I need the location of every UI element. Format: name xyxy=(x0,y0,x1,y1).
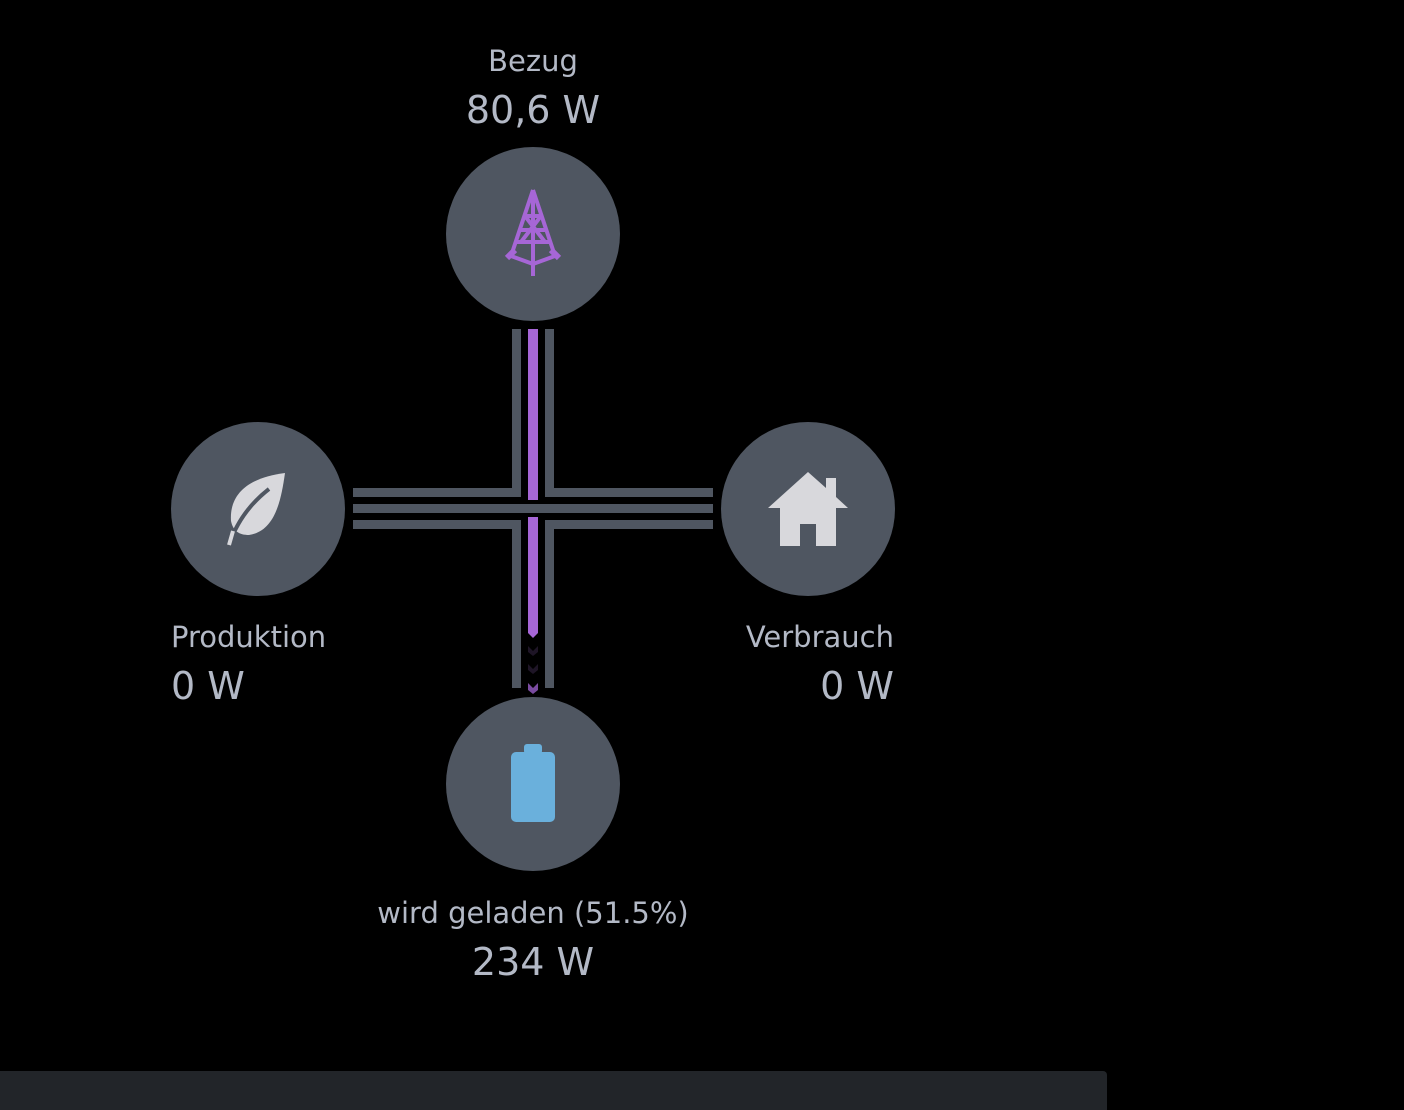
flow-arrow-icon xyxy=(528,646,538,656)
grid-label: Bezug xyxy=(488,44,578,78)
home-icon xyxy=(768,472,848,546)
flow-line-left-lower xyxy=(353,520,512,529)
flow-grid-to-battery-upper xyxy=(528,329,538,500)
grid-node[interactable] xyxy=(446,147,620,321)
flow-line-right-lower xyxy=(553,520,713,529)
battery-label: wird geladen (51.5%) xyxy=(377,896,689,930)
battery-icon xyxy=(511,744,555,822)
transmission-tower-icon xyxy=(504,189,562,276)
flow-line-solar-home xyxy=(353,504,713,513)
home-label: Verbrauch xyxy=(745,620,894,654)
flow-line-vertical-left-lower xyxy=(512,520,521,688)
solar-label: Produktion xyxy=(171,620,327,654)
home-node[interactable] xyxy=(721,422,895,596)
battery-node[interactable] xyxy=(446,697,620,871)
flow-arrow-icon xyxy=(528,683,538,694)
flow-arrow-icon xyxy=(528,664,538,674)
grid-value: 80,6 W xyxy=(465,88,601,132)
flow-grid-to-battery-lower xyxy=(528,517,538,638)
flow-line-vertical-right xyxy=(545,329,554,497)
leaf-icon xyxy=(227,473,285,546)
solar-value: 0 W xyxy=(171,664,245,708)
bottom-panel xyxy=(0,1071,1107,1110)
flow-line-vertical-left xyxy=(512,329,521,497)
home-value: 0 W xyxy=(820,664,894,708)
flow-line-left-upper xyxy=(353,488,512,497)
battery-value: 234 W xyxy=(471,940,595,984)
flow-line-vertical-right-lower xyxy=(545,520,554,688)
flow-line-right-upper xyxy=(553,488,713,497)
solar-node[interactable] xyxy=(171,422,345,596)
